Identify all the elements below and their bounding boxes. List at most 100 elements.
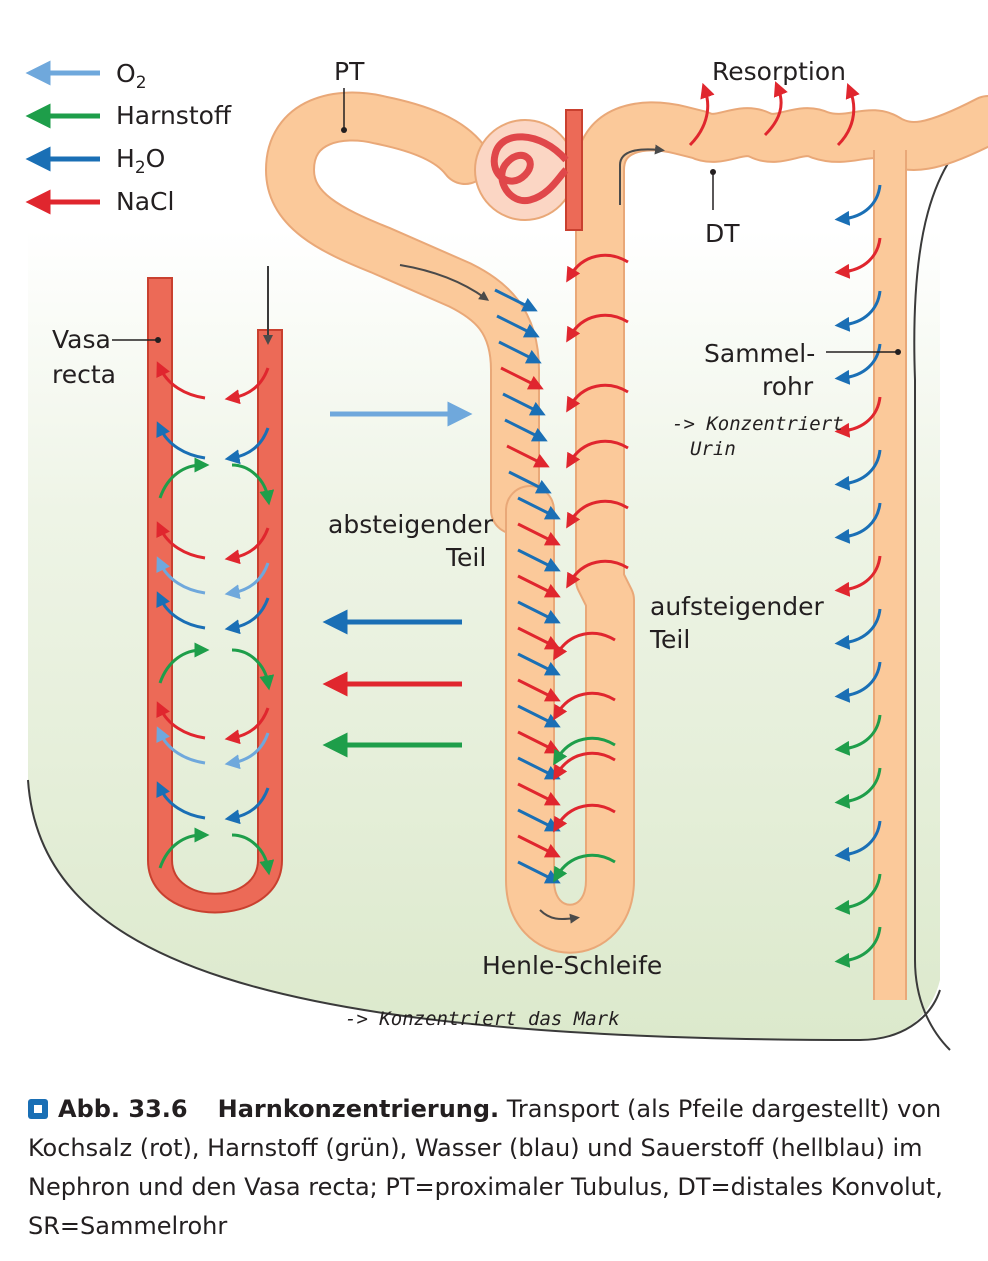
vasa-recta-label-line2: recta <box>52 360 116 389</box>
descending-limb-arrow <box>517 860 561 884</box>
medulla-border <box>27 779 941 1042</box>
ascending-limb-arrows <box>553 253 629 883</box>
collecting-duct-arrow <box>834 661 882 703</box>
descending-limb-arrow <box>496 314 540 338</box>
descending-limb-arrow <box>517 496 561 520</box>
descending-limb-arrow <box>506 444 550 468</box>
descending-limb-arrow <box>517 626 561 650</box>
descending-limb-arrow <box>508 470 552 494</box>
note-konzentriert-urin-line2: Urin <box>690 438 736 460</box>
collecting-duct-arrow <box>834 343 882 385</box>
henle-schleife-label: Henle-Schleife <box>482 951 662 980</box>
ascending-limb-arrow <box>566 499 629 529</box>
absteigender-teil-label-line2: Teil <box>445 543 486 572</box>
nephron-tubule <box>264 91 988 1000</box>
descending-limb-arrow <box>517 756 561 780</box>
vasa-recta-arrow-left <box>156 361 206 400</box>
vasa-recta-label-line1: Vasa <box>52 325 111 354</box>
ascending-limb-arrow <box>566 313 629 343</box>
collecting-duct-arrow <box>834 184 882 226</box>
aufsteigender-teil-label-line1: aufsteigender <box>650 592 824 621</box>
dt-label: DT <box>705 219 740 248</box>
descending-limb-arrow <box>517 808 561 832</box>
ascending-limb-arrow <box>566 253 629 283</box>
sammelrohr-label-line2: rohr <box>762 372 814 401</box>
collecting-duct-arrow <box>834 396 882 438</box>
descending-limb-arrow <box>494 288 538 312</box>
descending-limb-arrow <box>517 652 561 676</box>
figure-caption: Abb. 33.6 Harnkonzentrierung. Transport (… <box>28 1090 973 1246</box>
ascending-limb-arrow <box>553 691 616 721</box>
vasa-recta-arrow-right <box>224 597 270 635</box>
legend-h2o-label: H2O <box>116 144 165 178</box>
vasa-recta-arrow-left <box>158 827 210 869</box>
aufsteigender-teil-label-line2: Teil <box>649 625 690 654</box>
vasa-recta-arrow-left <box>156 701 206 740</box>
collecting-duct-arrow <box>834 714 882 756</box>
descending-limb-arrow <box>517 600 561 624</box>
descending-limb-arrow <box>502 392 546 416</box>
caption-number: Abb. 33.6 <box>58 1095 188 1123</box>
collecting-duct-arrow <box>834 926 882 968</box>
collecting-duct-arrow <box>834 608 882 650</box>
descending-limb-arrow <box>517 548 561 572</box>
ascending-limb-arrow <box>553 631 616 661</box>
legend-harnstoff-label: Harnstoff <box>116 101 232 130</box>
vasa-recta-arrow-right <box>224 527 270 565</box>
vasa-recta-arrow-right <box>231 648 275 691</box>
vasa-recta-arrow-right <box>224 707 270 745</box>
ascending-limb-arrow <box>566 439 629 469</box>
ascending-limb-arrow <box>566 383 629 413</box>
descending-limb-arrow <box>517 522 561 546</box>
collecting-duct-arrows <box>834 184 882 968</box>
vasa-recta-arrow-left <box>156 421 206 460</box>
legend-o2-label: O2 <box>116 59 147 93</box>
vasa-recta-arrows <box>156 361 275 876</box>
vasa-recta-arrow-right <box>231 463 275 506</box>
vasa-recta-arrow-left <box>156 521 206 560</box>
descending-limb-arrow <box>517 782 561 806</box>
resorption-label: Resorption <box>712 57 846 86</box>
caption-title: Harnkonzentrierung. <box>217 1095 500 1123</box>
collecting-duct-arrow <box>834 449 882 491</box>
sammelrohr-label-line1: Sammel- <box>704 339 815 368</box>
note-konzentriert-urin-line1: -> Konzentriert <box>672 413 844 435</box>
descending-limb-arrow <box>517 730 561 754</box>
vasa-recta-arrow-left <box>156 556 206 595</box>
vasa-recta-arrow-left <box>158 642 210 684</box>
legend: O2 Harnstoff H2O NaCl <box>25 59 232 216</box>
ascending-limb-arrow <box>553 736 616 766</box>
vasa-recta-arrow-right <box>224 732 270 770</box>
glomerulus <box>474 109 583 231</box>
descending-limb-arrow <box>504 418 548 442</box>
vasa-recta-arrow-left <box>158 457 210 499</box>
nephron-diagram: O2 Harnstoff H2O NaCl <box>25 57 988 1051</box>
ascending-limb-arrow <box>553 751 616 781</box>
descending-limb-arrow <box>517 678 561 702</box>
descending-limb-arrow <box>517 834 561 858</box>
ascending-limb-arrow <box>553 853 616 883</box>
absteigender-teil-label-line1: absteigender <box>328 510 494 539</box>
vasa-recta-arrow-left <box>156 781 206 820</box>
vasa-recta-arrow-right <box>224 367 270 405</box>
caption-text: Transport (als Pfeile dargestellt) von K… <box>28 1095 943 1240</box>
descending-limb-arrow <box>517 704 561 728</box>
descending-limb-arrow <box>498 340 542 364</box>
collecting-duct-arrow <box>834 290 882 332</box>
vasa-recta-arrow-right <box>231 833 275 876</box>
descending-limb-arrow <box>500 366 544 390</box>
descending-limb-arrow <box>517 574 561 598</box>
collecting-duct-arrow <box>834 555 882 597</box>
caption-badge-icon <box>28 1099 48 1119</box>
medulla-region <box>28 230 940 1040</box>
ascending-limb-arrow <box>553 803 616 833</box>
collecting-duct-arrow <box>834 820 882 862</box>
vasa-recta-arrow-right <box>224 427 270 465</box>
collecting-duct-arrow <box>834 767 882 809</box>
legend-nacl-label: NaCl <box>116 187 174 216</box>
collecting-duct-arrow <box>834 873 882 915</box>
collecting-duct-arrow <box>834 237 882 279</box>
vasa-recta-arrow-left <box>156 591 206 630</box>
resorption-arrows <box>688 81 860 147</box>
collecting-duct-arrow <box>834 502 882 544</box>
